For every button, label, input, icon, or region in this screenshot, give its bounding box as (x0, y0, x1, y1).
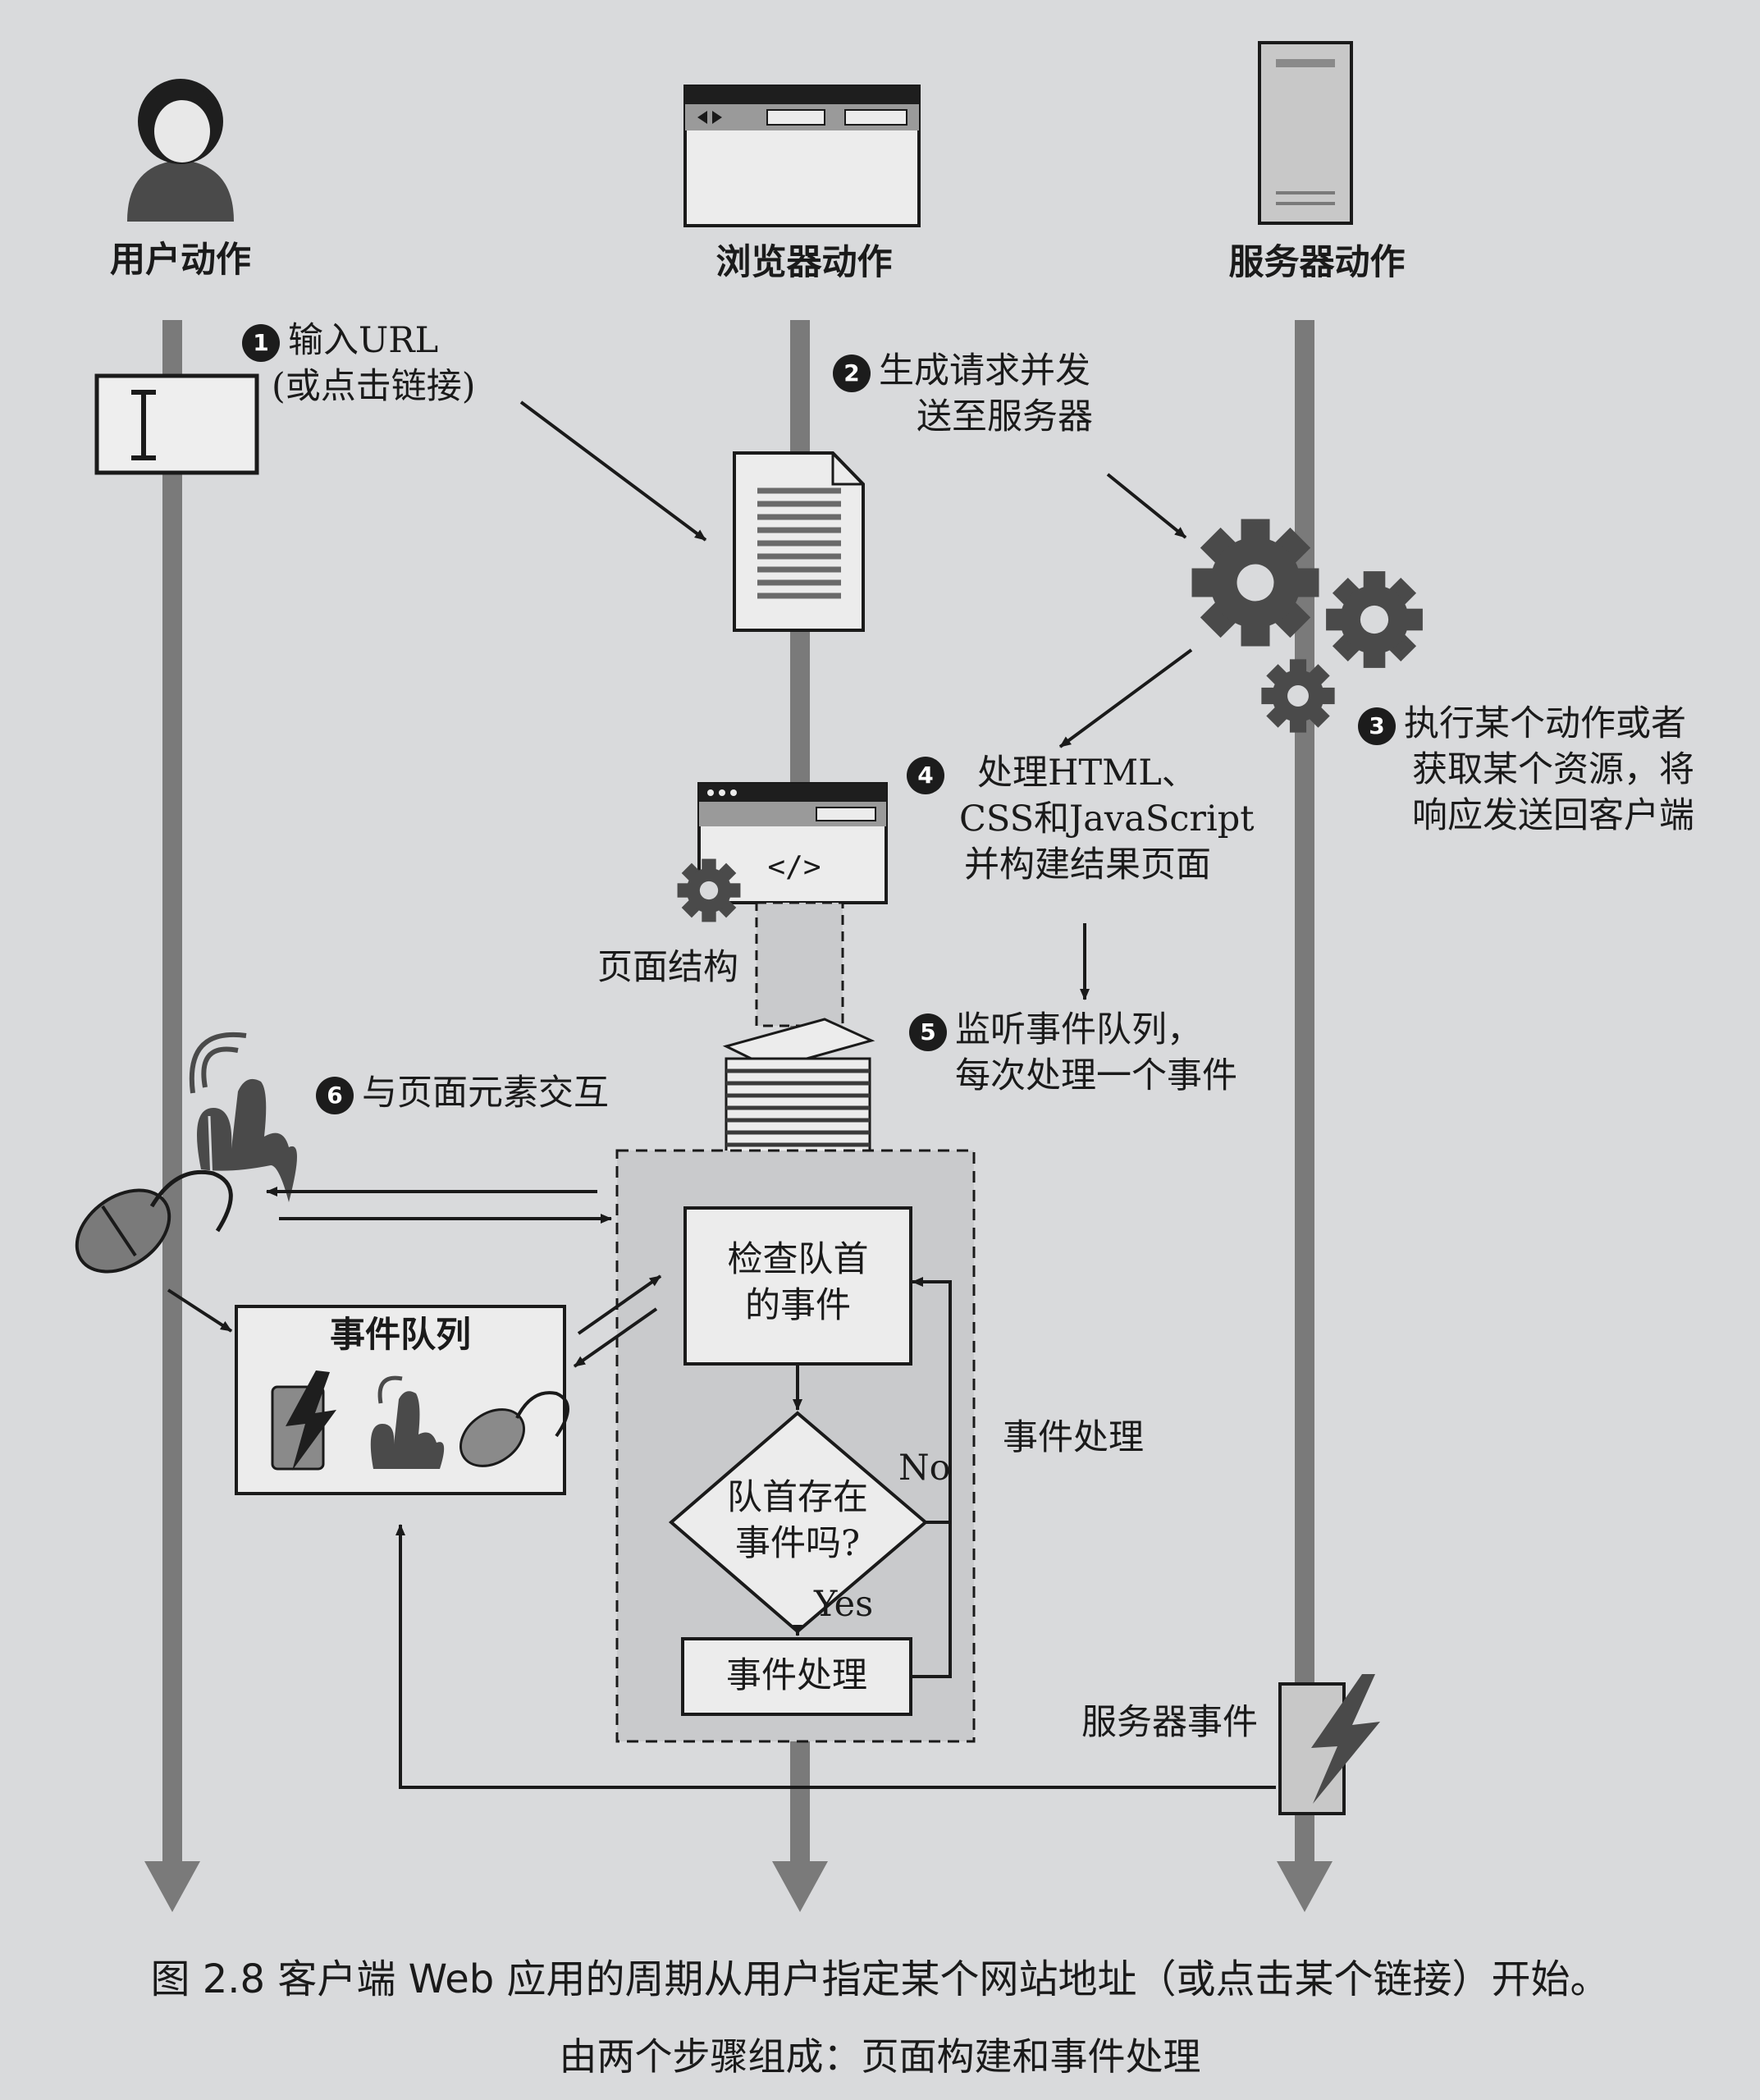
user-avatar-icon (127, 79, 234, 222)
decision-text: 队首存在 事件吗? (683, 1475, 912, 1567)
event-handling-label: 事件处理 (1003, 1417, 1144, 1458)
build-gear-icon (677, 858, 741, 922)
arrow-check-to-queue (573, 1307, 658, 1368)
arrow-user-to-queue (167, 1288, 233, 1333)
decision-line1: 队首存在 (727, 1477, 868, 1518)
pointer-hand-icon (189, 1032, 297, 1202)
page-structure-label: 页面结构 (597, 947, 738, 988)
mouse-icon (75, 1169, 233, 1274)
browser-code-icon (697, 782, 888, 904)
step-1-line1: 输入URL (288, 320, 439, 361)
phone-lightning-icon (271, 1370, 336, 1471)
column-user-header: 用户动作 (110, 240, 251, 281)
no-loop-arrow (912, 1277, 952, 1524)
server-event-label: 服务器事件 (1081, 1702, 1258, 1743)
step-2-line1: 生成请求并发 (879, 350, 1090, 391)
step-1-line2: (或点击链接) (272, 365, 476, 407)
step-4-label: 4 处理HTML、 CSS和JavaScript 并构建结果页面 (907, 751, 1255, 889)
no-label: No (898, 1448, 951, 1489)
page-structure-connector (755, 901, 844, 1027)
figure-caption-line1: 图 2.8 客户端 Web 应用的周期从用户指定某个网站地址（或点击某个链接）开… (150, 1956, 1610, 2002)
user-lifeline (144, 320, 200, 1912)
check-head-text: 检查队首 的事件 (685, 1238, 911, 1329)
step-5-badge: 5 (909, 1013, 947, 1051)
arrow-url-to-request (519, 400, 707, 542)
step-4-line2: CSS和JavaScript (959, 798, 1255, 840)
url-input-icon (94, 373, 259, 475)
check-head-line2: 的事件 (745, 1284, 851, 1326)
yes-label: Yes (814, 1584, 874, 1625)
step-3-badge: 3 (1358, 707, 1396, 745)
handled-loop-arrow (911, 1522, 952, 1678)
step-2-badge: 2 (833, 355, 871, 392)
event-stack-icon (722, 1018, 875, 1169)
arrow-server-event-to-queue (395, 1524, 1276, 1789)
step-3-line1: 执行某个动作或者 (1404, 703, 1686, 744)
code-glyph: </> (767, 850, 821, 884)
step-5-line2: 每次处理一个事件 (955, 1055, 1237, 1096)
step-3-line3: 响应发送回客户端 (1412, 794, 1694, 836)
column-browser-header: 浏览器动作 (715, 242, 893, 283)
event-handling-box-text: 事件处理 (726, 1655, 867, 1696)
arrow-request-to-server (1106, 473, 1187, 539)
decision-line2: 事件吗? (734, 1522, 861, 1564)
event-queue-title: 事件队列 (330, 1315, 471, 1356)
step-4-badge: 4 (907, 757, 944, 794)
queue-mouse-icon (459, 1391, 569, 1467)
event-handling-box (681, 1637, 912, 1716)
step-6-line1: 与页面元素交互 (362, 1073, 609, 1114)
step-4-line1: 处理HTML、 (977, 753, 1197, 794)
document-icon (733, 451, 865, 632)
step-2-line2: 送至服务器 (917, 396, 1093, 437)
step-1-badge: 1 (242, 324, 280, 362)
server-event-icon (1278, 1674, 1380, 1815)
step-6-badge: 6 (316, 1077, 354, 1114)
server-tower-icon (1258, 41, 1353, 225)
arrow-server-response (1058, 648, 1193, 748)
figure-caption-line2: 由两个步骤组成：页面构建和事件处理 (559, 2034, 1201, 2079)
column-server-header: 服务器动作 (1228, 242, 1406, 283)
step-5-line1: 监听事件队列， (955, 1009, 1202, 1050)
step-4-line3: 并构建结果页面 (964, 844, 1211, 885)
arrow-queue-to-check (577, 1274, 662, 1335)
step-3-line2: 获取某个资源，将 (1412, 748, 1694, 790)
queue-hand-icon (370, 1375, 445, 1469)
browser-window-icon (683, 85, 921, 227)
check-head-line1: 检查队首 (727, 1239, 869, 1280)
check-head-box (683, 1206, 912, 1366)
